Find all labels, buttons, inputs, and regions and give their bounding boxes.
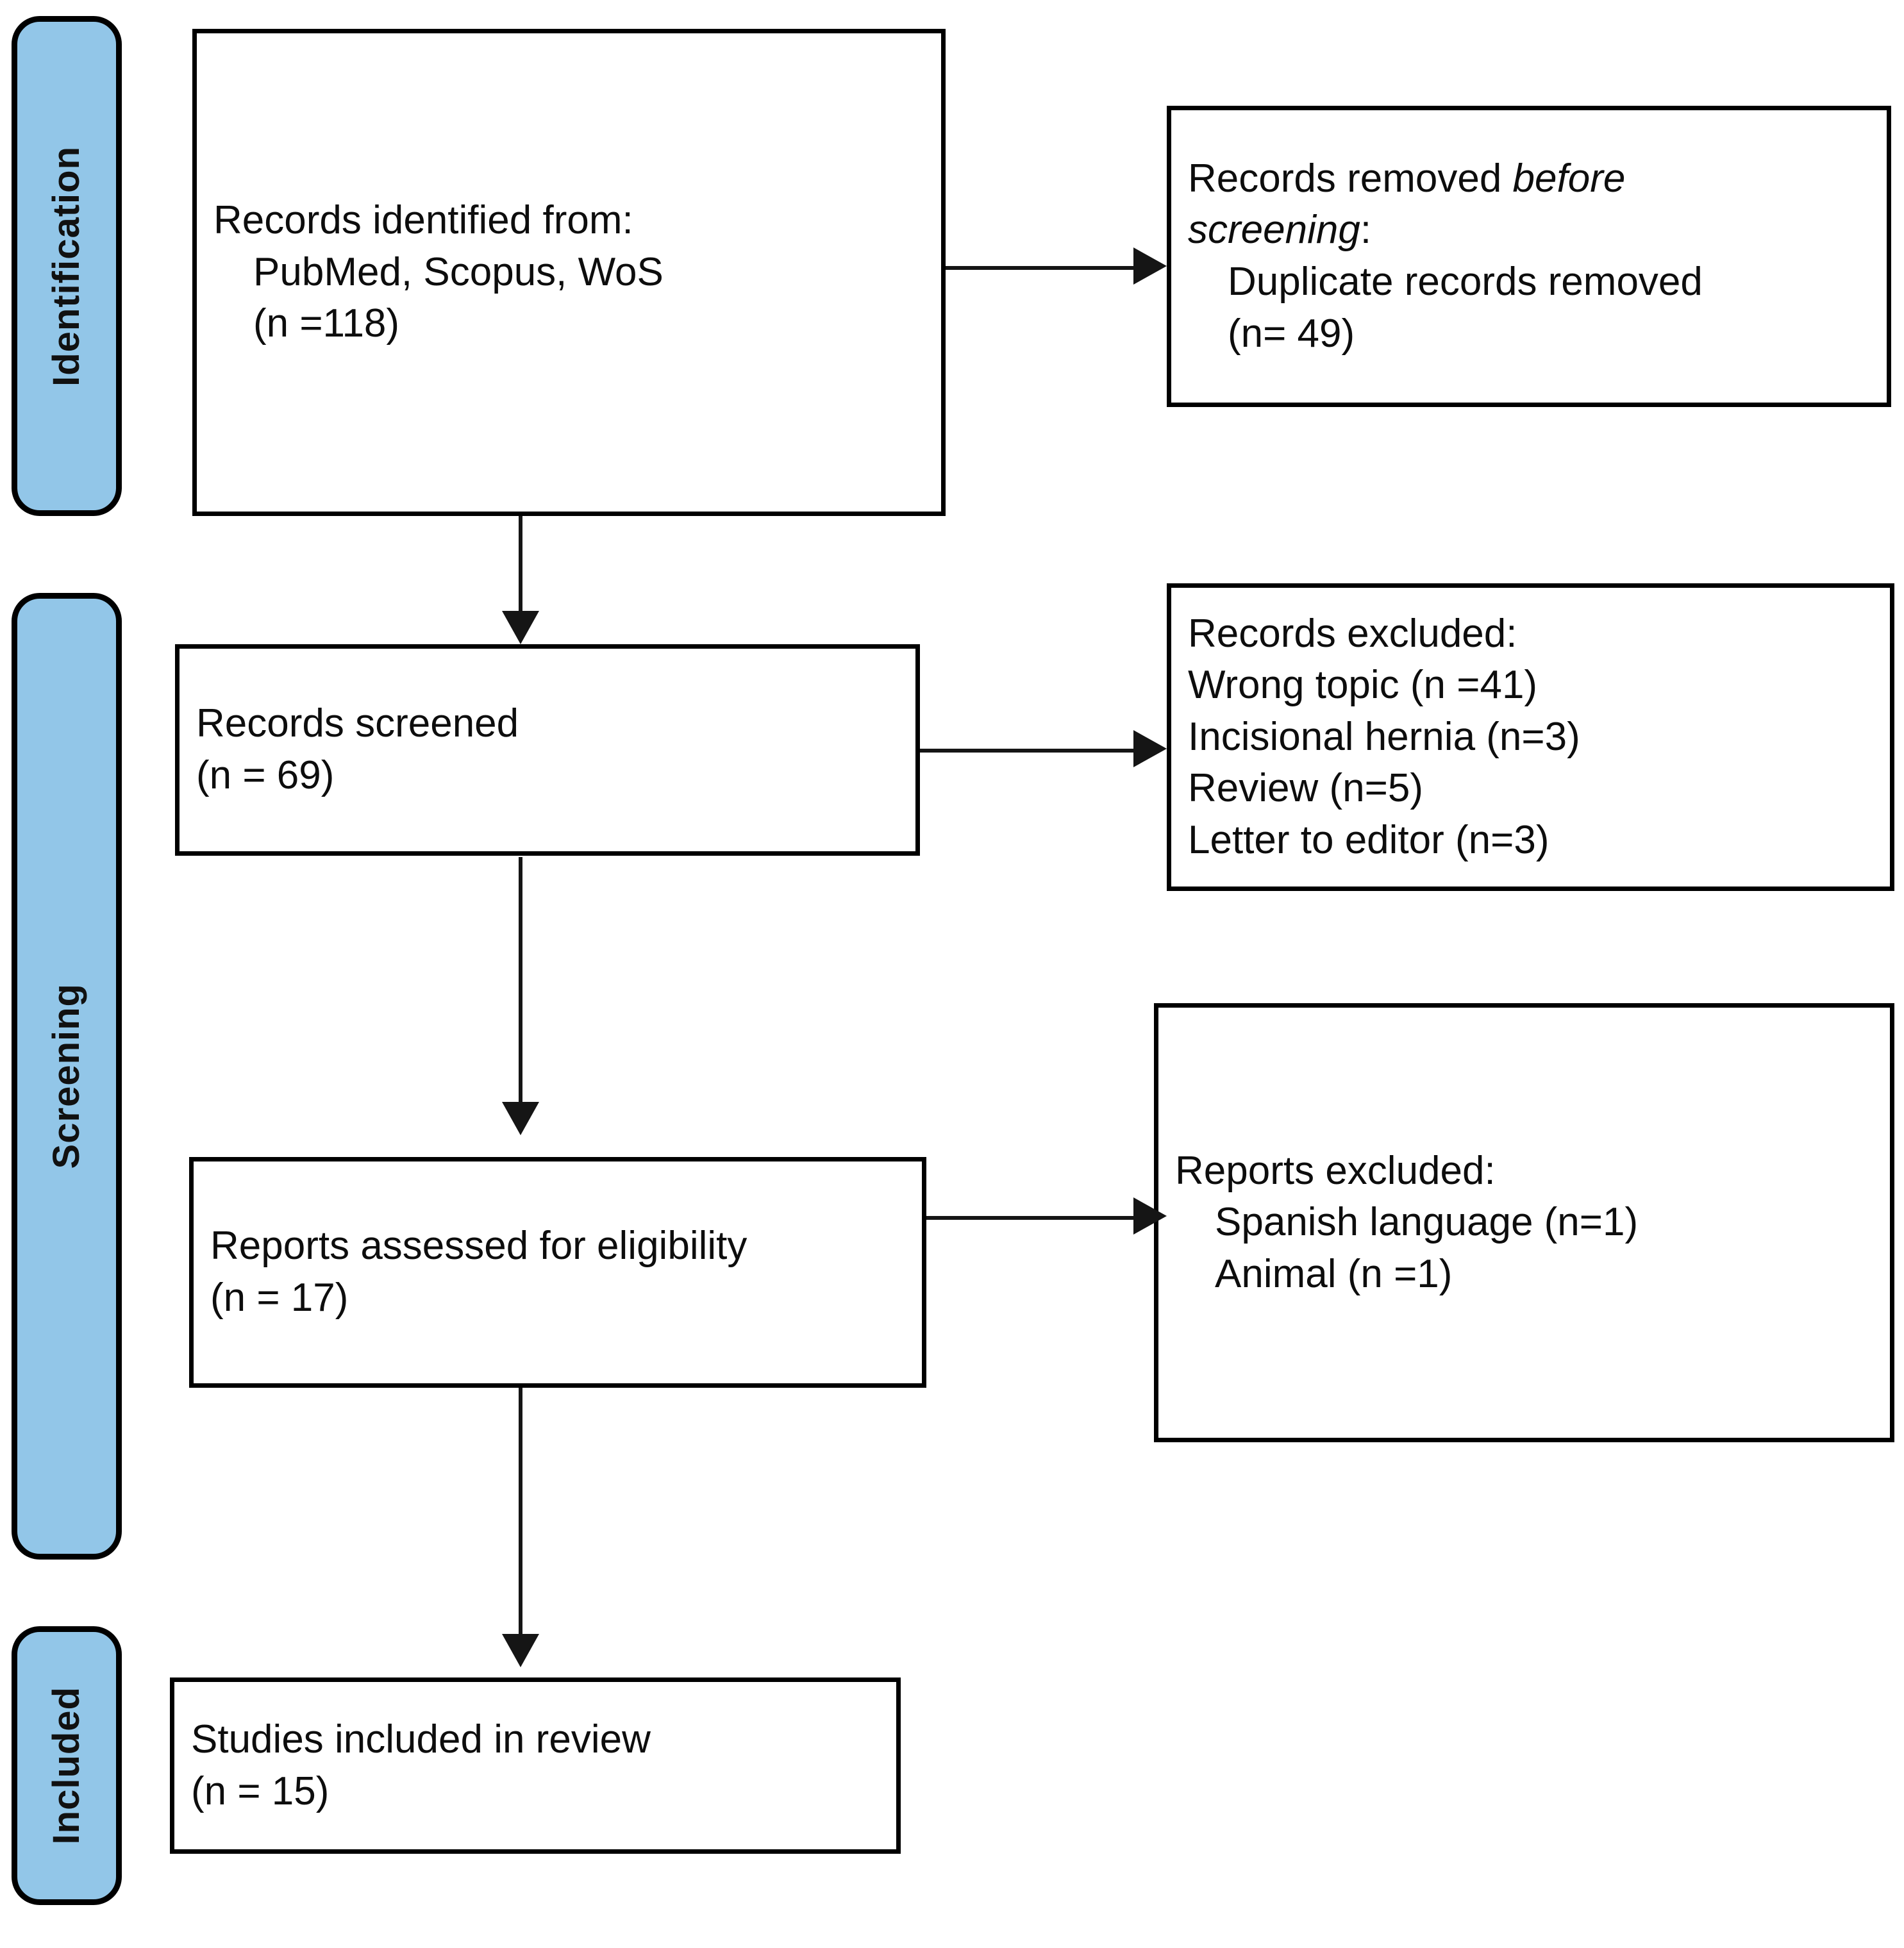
stage-band-screening: Screening bbox=[12, 593, 122, 1560]
arrow-down-icon bbox=[502, 1102, 539, 1135]
records-removed-line-4: (n= 49) bbox=[1228, 311, 1355, 356]
stage-band-identification: Identification bbox=[12, 16, 122, 516]
box-reports-assessed-text: Reports assessed for eligibility (n = 17… bbox=[194, 1220, 922, 1324]
box-reports-excluded-text: Reports excluded: Spanish language (n=1)… bbox=[1158, 1145, 1890, 1301]
records-identified-line-3: (n =118) bbox=[253, 301, 400, 346]
reports-excluded-line-1: Reports excluded: bbox=[1175, 1148, 1496, 1193]
connector-line bbox=[920, 749, 1135, 753]
box-records-removed: Records removed before screening: Duplic… bbox=[1167, 106, 1891, 407]
arrow-down-icon bbox=[502, 611, 539, 644]
box-records-identified-text: Records identified from: PubMed, Scopus,… bbox=[197, 195, 941, 350]
records-removed-line-1-italic: before bbox=[1512, 156, 1626, 201]
stage-band-included: Included bbox=[12, 1626, 122, 1905]
connector-line bbox=[946, 266, 1135, 270]
records-removed-line-3: Duplicate records removed bbox=[1228, 260, 1703, 304]
box-records-excluded: Records excluded: Wrong topic (n =41) In… bbox=[1167, 583, 1894, 891]
arrow-right-icon bbox=[1133, 730, 1167, 767]
arrow-right-icon bbox=[1133, 247, 1167, 285]
connector-line bbox=[926, 1216, 1135, 1220]
records-screened-line-1: Records screened bbox=[196, 701, 519, 746]
studies-included-line-1: Studies included in review bbox=[191, 1717, 651, 1761]
box-records-removed-text: Records removed before screening: Duplic… bbox=[1171, 153, 1887, 360]
studies-included-line-2: (n = 15) bbox=[191, 1769, 330, 1813]
reports-excluded-line-2: Spanish language (n=1) bbox=[1215, 1200, 1639, 1245]
arrow-right-icon bbox=[1133, 1197, 1167, 1235]
records-excluded-line-2: Wrong topic (n =41) bbox=[1188, 663, 1538, 708]
stage-label-screening: Screening bbox=[46, 983, 87, 1169]
box-reports-excluded: Reports excluded: Spanish language (n=1)… bbox=[1154, 1003, 1894, 1442]
stage-label-included: Included bbox=[46, 1686, 87, 1845]
records-removed-line-1-plain: Records removed bbox=[1188, 156, 1513, 201]
records-removed-line-2-italic: screening bbox=[1188, 208, 1360, 253]
records-excluded-line-4: Review (n=5) bbox=[1188, 766, 1423, 811]
records-identified-line-2: PubMed, Scopus, WoS bbox=[253, 249, 664, 294]
records-removed-line-2-colon: : bbox=[1360, 208, 1372, 253]
stage-label-identification: Identification bbox=[46, 146, 87, 387]
connector-line bbox=[519, 1388, 522, 1636]
connector-line bbox=[519, 857, 522, 1104]
box-studies-included: Studies included in review (n = 15) bbox=[170, 1677, 901, 1854]
records-identified-line-1: Records identified from: bbox=[213, 198, 633, 243]
reports-excluded-line-3: Animal (n =1) bbox=[1215, 1251, 1453, 1296]
records-removed-line-2: screening: bbox=[1188, 204, 1870, 256]
connector-line bbox=[519, 516, 522, 613]
box-records-excluded-text: Records excluded: Wrong topic (n =41) In… bbox=[1171, 608, 1890, 867]
box-records-identified: Records identified from: PubMed, Scopus,… bbox=[192, 29, 946, 516]
box-reports-assessed: Reports assessed for eligibility (n = 17… bbox=[189, 1157, 926, 1388]
reports-assessed-line-1: Reports assessed for eligibility bbox=[210, 1224, 747, 1269]
box-studies-included-text: Studies included in review (n = 15) bbox=[174, 1714, 896, 1817]
records-excluded-line-1: Records excluded: bbox=[1188, 611, 1517, 656]
box-records-screened: Records screened (n = 69) bbox=[175, 644, 920, 856]
arrow-down-icon bbox=[502, 1634, 539, 1667]
records-screened-line-2: (n = 69) bbox=[196, 753, 335, 797]
records-excluded-line-3: Incisional hernia (n=3) bbox=[1188, 714, 1580, 759]
box-records-screened-text: Records screened (n = 69) bbox=[180, 698, 915, 801]
records-excluded-line-5: Letter to editor (n=3) bbox=[1188, 817, 1549, 862]
records-removed-line-1: Records removed before bbox=[1188, 153, 1870, 205]
reports-assessed-line-2: (n = 17) bbox=[210, 1276, 349, 1320]
